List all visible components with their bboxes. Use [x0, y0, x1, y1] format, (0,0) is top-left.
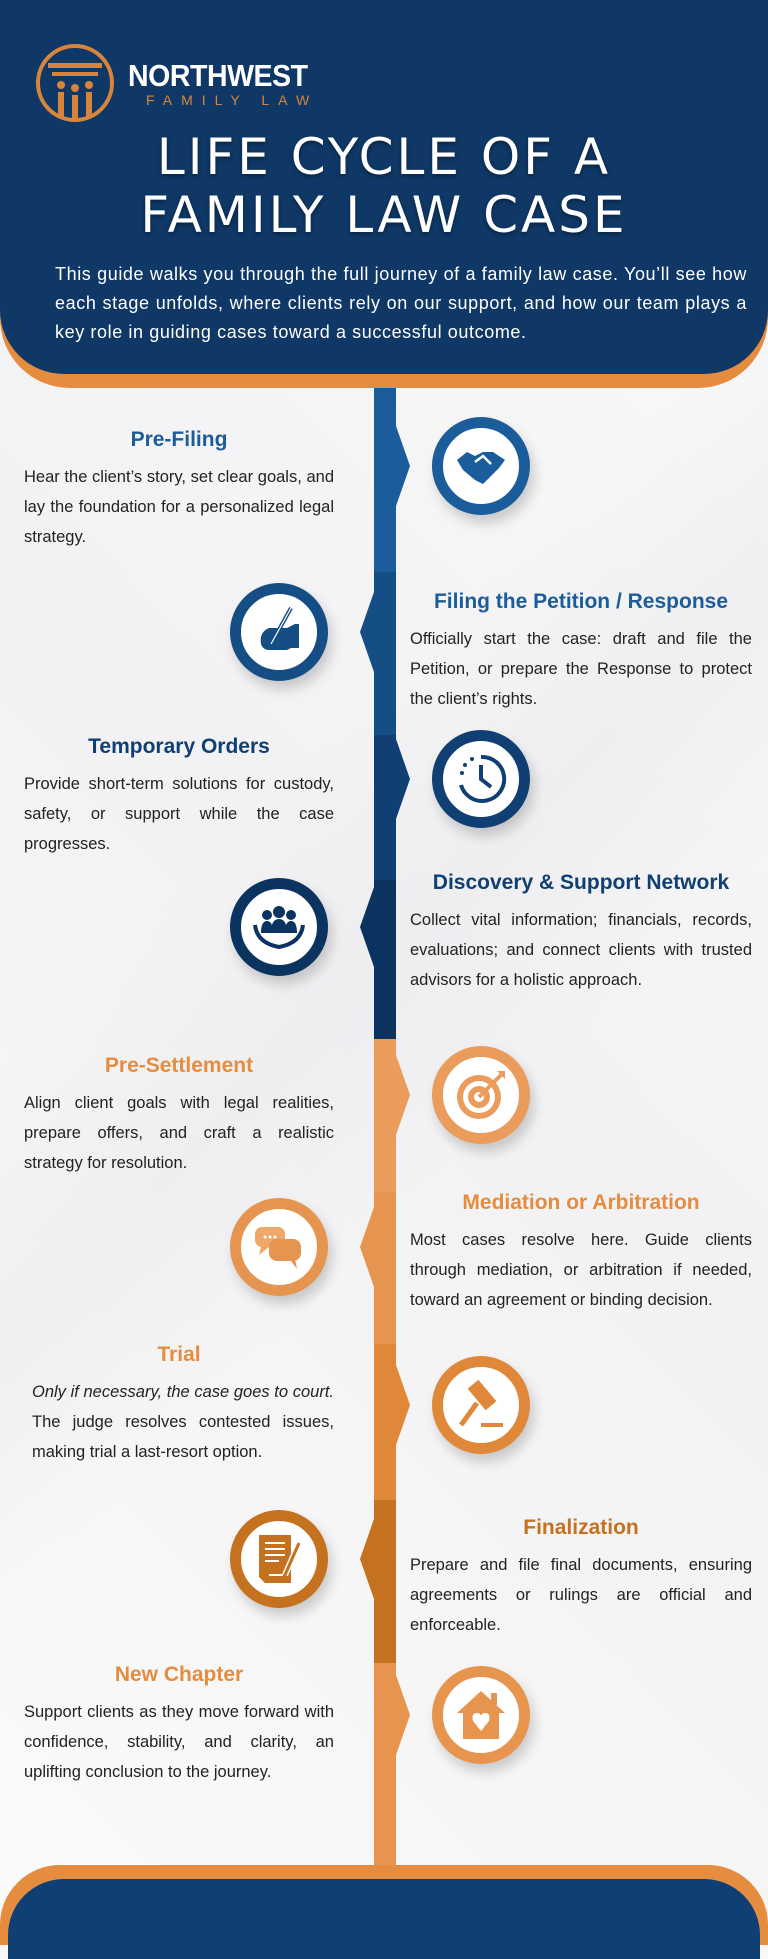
timeline-arrow [360, 1519, 374, 1599]
people-hands-icon [253, 906, 305, 950]
stage-description: Officially start the case: draft and fil… [410, 624, 752, 714]
stage-icon-badge [432, 417, 530, 515]
intro-text: This guide walks you through the full jo… [55, 264, 747, 342]
stage-title: Pre-Filing [130, 428, 228, 451]
timeline-arrow [360, 592, 374, 672]
timeline-arrow [396, 1365, 410, 1445]
stage-description: Provide short-term solutions for custody… [24, 769, 334, 859]
stage-description: Prepare and file final documents, ensuri… [410, 1550, 752, 1640]
stage-icon-badge [432, 1356, 530, 1454]
stage-title: Trial [157, 1343, 201, 1366]
timeline-arrow [396, 1055, 410, 1135]
chat-bubbles-icon [255, 1227, 301, 1269]
stage-description: Support clients as they move forward wit… [24, 1697, 334, 1787]
timeline-segment [374, 735, 396, 880]
gavel-icon [458, 1379, 503, 1427]
stage-description: Most cases resolve here. Guide clients t… [410, 1225, 752, 1315]
clock-history-icon [459, 754, 507, 803]
stage-title: Finalization [523, 1516, 639, 1539]
timeline-arrow [396, 426, 410, 506]
stage-icon-badge [432, 730, 530, 828]
target-icon [457, 1071, 505, 1119]
stage-description: Hear the client’s story, set clear goals… [24, 462, 334, 552]
stage-title: Pre-Settlement [104, 1054, 254, 1077]
timeline-segment [374, 880, 396, 1039]
brand-name: NORTHWEST [128, 58, 308, 93]
house-heart-icon [457, 1691, 505, 1739]
stage-description-text: Hear the client’s story, set clear goals… [24, 468, 334, 546]
timeline-segment [374, 1192, 396, 1344]
timeline-arrow [360, 887, 374, 967]
stage-description-text: Officially start the case: draft and fil… [410, 630, 752, 708]
stage-description-emphasis: Only if necessary, the case goes to cour… [32, 1383, 334, 1401]
stage-icon-badge [432, 1046, 530, 1144]
header: NORTHWEST FAMILY LAW LIFE CYCLE OF A FAM… [0, 0, 768, 388]
stage-icon-badge [230, 1510, 328, 1608]
timeline-arrow [360, 1207, 374, 1287]
timeline-segment [374, 1344, 396, 1500]
stage-title: New Chapter [114, 1663, 244, 1686]
page-title-line-2: FAMILY LAW CASE [140, 186, 628, 244]
stage-title: Filing the Petition / Response [433, 590, 729, 613]
timeline-segment [374, 572, 396, 735]
stage-title: Discovery & Support Network [432, 871, 730, 894]
handshake-icon [457, 452, 505, 484]
timeline-arrow [396, 1675, 410, 1755]
timeline-segment [374, 1039, 396, 1192]
stage-description-text: Prepare and file final documents, ensuri… [410, 1556, 752, 1634]
stage-title: Mediation or Arbitration [462, 1191, 700, 1214]
stage-description: Only if necessary, the case goes to cour… [32, 1377, 334, 1467]
page-title-line-1: LIFE CYCLE OF A [156, 128, 612, 186]
stage-description-text: Support clients as they move forward wit… [24, 1703, 334, 1781]
stage-description-text: Align client goals with legal realities,… [24, 1094, 334, 1172]
timeline-segment [374, 388, 396, 572]
timeline-arrow [396, 739, 410, 819]
stage-icon-badge [230, 1198, 328, 1296]
stage-description-text: Collect vital information; financials, r… [410, 911, 752, 989]
brand-subtitle: FAMILY LAW [146, 92, 319, 108]
logo-pillar-icon [36, 44, 114, 122]
signed-document-icon [259, 1535, 302, 1583]
stage-title: Temporary Orders [88, 735, 270, 758]
stage-icon-badge [230, 583, 328, 681]
timeline-segment [374, 1500, 396, 1663]
stage-icon-badge [432, 1666, 530, 1764]
hand-pen-icon [260, 607, 299, 650]
stage-description: Collect vital information; financials, r… [410, 905, 752, 995]
stage-description-text: Most cases resolve here. Guide clients t… [410, 1231, 752, 1309]
stage-description: Align client goals with legal realities,… [24, 1088, 334, 1178]
stage-icon-badge [230, 878, 328, 976]
stage-description-text: Provide short-term solutions for custody… [24, 775, 334, 853]
stage-description-text: The judge resolves contested issues, mak… [32, 1413, 334, 1461]
footer [0, 1865, 768, 1959]
timeline-segment [374, 1663, 396, 1866]
